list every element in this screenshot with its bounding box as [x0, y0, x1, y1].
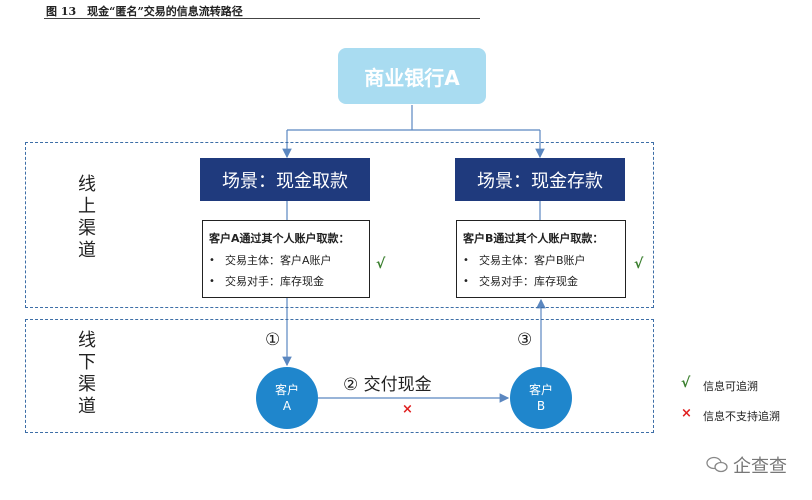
- customer-label: 客户: [528, 383, 553, 397]
- bank-node: 商业银行A: [338, 48, 486, 104]
- info-box-customer-a: 客户A通过其个人账户取款： • 交易主体：客户A账户 • 交易对手：库存现金: [202, 220, 370, 298]
- step-three-label: ③: [517, 330, 533, 350]
- step-one-label: ①: [265, 330, 281, 350]
- watermark-text: 企查查: [733, 456, 787, 477]
- caption-rule: [44, 18, 480, 19]
- info-line: • 交易对手：库存现金: [209, 273, 363, 289]
- offline-label-char: 道: [78, 396, 96, 417]
- customer-id: B: [536, 399, 546, 413]
- customer-b-node: 客户 B: [510, 367, 572, 429]
- bullet-icon: •: [209, 254, 215, 266]
- scene-deposit: 场景：现金存款: [455, 158, 625, 201]
- legend-untraceable-label: 信息不支持追溯: [703, 410, 780, 423]
- info-line-text: 交易对手：库存现金: [479, 275, 578, 288]
- check-icon: √: [634, 256, 644, 272]
- legend-traceable-label: 信息可追溯: [703, 380, 758, 393]
- online-channel-zone: [25, 142, 654, 308]
- info-line: • 交易主体：客户A账户: [209, 252, 363, 268]
- offline-label-char: 渠: [78, 374, 96, 395]
- online-label-char: 道: [78, 240, 96, 261]
- legend-cross-icon: ×: [681, 406, 692, 421]
- offline-channel-label: 线 下 渠 道: [76, 330, 98, 418]
- offline-label-char: 下: [78, 352, 96, 373]
- info-box-customer-b: 客户B通过其个人账户取款： • 交易主体：客户B账户 • 交易对手：库存现金: [456, 220, 626, 298]
- offline-label-char: 线: [78, 330, 96, 351]
- online-channel-label: 线 上 渠 道: [76, 174, 98, 262]
- info-title: 客户A通过其个人账户取款：: [209, 232, 350, 245]
- online-label-char: 线: [78, 174, 96, 195]
- offline-channel-zone: [25, 319, 654, 433]
- online-label-char: 上: [78, 196, 96, 217]
- info-title: 客户B通过其个人账户取款：: [463, 232, 604, 245]
- figure-caption: 图 13 现金“匿名”交易的信息流转路径: [46, 5, 243, 18]
- info-line: • 交易主体：客户B账户: [463, 252, 619, 268]
- bullet-icon: •: [209, 275, 215, 287]
- customer-a-node: 客户 A: [256, 367, 318, 429]
- bullet-icon: •: [463, 254, 469, 266]
- step-two-label: ② 交付现金: [343, 375, 432, 395]
- online-label-char: 渠: [78, 218, 96, 239]
- scene-withdraw: 场景：现金取款: [200, 158, 370, 201]
- bullet-icon: •: [463, 275, 469, 287]
- legend-check-icon: √: [681, 375, 691, 391]
- info-line: • 交易对手：库存现金: [463, 273, 619, 289]
- customer-label: 客户: [274, 383, 299, 397]
- customer-id: A: [282, 399, 292, 413]
- wechat-icon: [706, 456, 728, 473]
- check-icon: √: [376, 256, 386, 272]
- info-line-text: 交易对手：库存现金: [225, 275, 324, 288]
- info-line-text: 交易主体：客户A账户: [225, 254, 332, 267]
- info-line-text: 交易主体：客户B账户: [479, 254, 586, 267]
- cross-icon: ×: [402, 402, 413, 417]
- watermark: 企查查: [706, 452, 787, 478]
